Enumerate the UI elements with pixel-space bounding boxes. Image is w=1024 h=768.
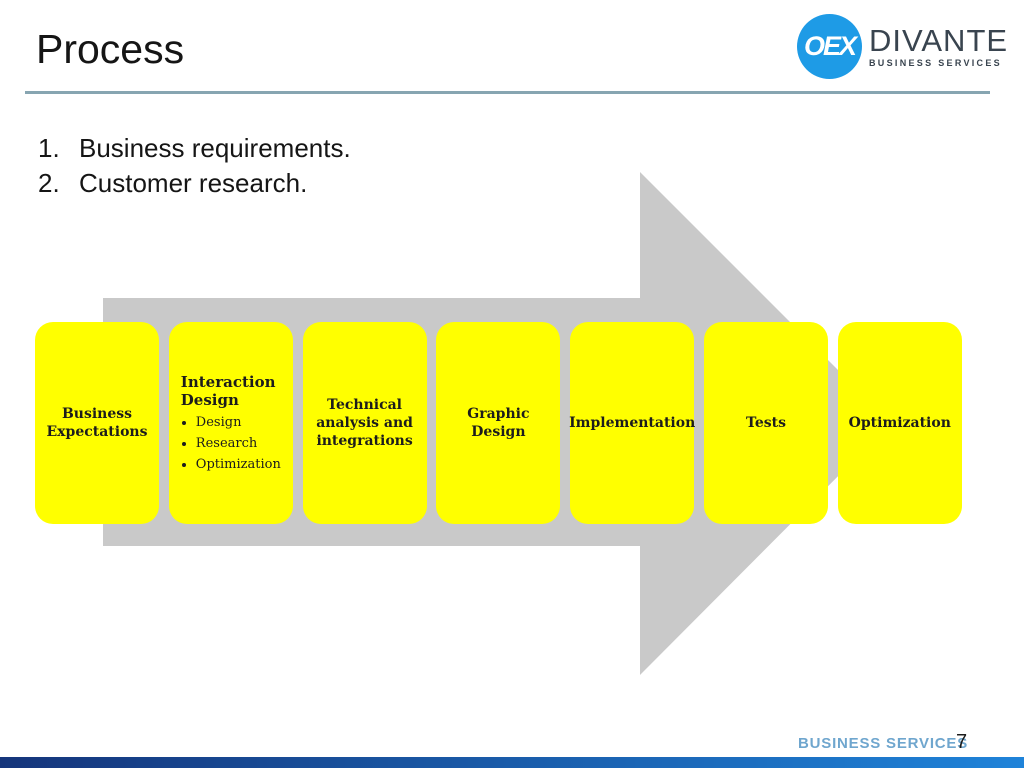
list-item-number: 2.: [38, 168, 60, 198]
process-step-interaction-design: Interaction DesignDesignResearchOptimiza…: [168, 322, 293, 524]
process-step-optimization: Optimization: [837, 322, 962, 524]
process-step-title: Tests: [746, 414, 786, 431]
footer-label: BUSINESS SERVICES: [798, 735, 969, 752]
requirements-list: 1. Business requirements. 2. Customer re…: [38, 131, 351, 201]
process-step-bullet: Optimization: [196, 457, 281, 473]
list-item-number: 1.: [38, 133, 60, 163]
process-step-business-expectations: Business Expectations: [35, 322, 159, 524]
list-item: 1. Business requirements.: [38, 131, 351, 166]
logo-tagline: BUSINESS SERVICES: [869, 58, 1002, 68]
page-number: 7: [956, 731, 968, 753]
process-step-bullet: Design: [196, 415, 281, 431]
process-step-title: Business Expectations: [46, 405, 148, 440]
process-step-title: Optimization: [848, 414, 951, 431]
process-step-graphic-design: Graphic Design: [436, 322, 561, 524]
process-step-technical-analysis-and-integrations: Technical analysis and integrations: [302, 322, 427, 524]
page-title: Process: [36, 26, 185, 72]
list-item-text: Business requirements.: [79, 133, 351, 163]
oex-logo-icon: OEX: [797, 14, 862, 79]
bottom-accent-bar: [0, 757, 1024, 768]
process-step-implementation: Implementation: [569, 322, 696, 524]
process-step-bullets: DesignResearchOptimization: [181, 415, 281, 473]
process-step-tests: Tests: [704, 322, 828, 524]
logo-name: DIVANTE: [869, 23, 1009, 58]
divante-logo: OEX DIVANTE BUSINESS SERVICES: [797, 14, 1007, 79]
list-item: 2. Customer research.: [38, 166, 351, 201]
title-divider: [25, 91, 990, 94]
process-step-title: Technical analysis and integrations: [316, 396, 413, 450]
logo-text: DIVANTE BUSINESS SERVICES: [869, 25, 1008, 68]
process-step-title: Interaction Design: [180, 373, 276, 410]
process-step-title: Graphic Design: [467, 405, 530, 440]
list-item-text: Customer research.: [79, 168, 308, 198]
process-step-bullet: Research: [196, 436, 281, 452]
process-step-title: Implementation: [569, 414, 696, 431]
